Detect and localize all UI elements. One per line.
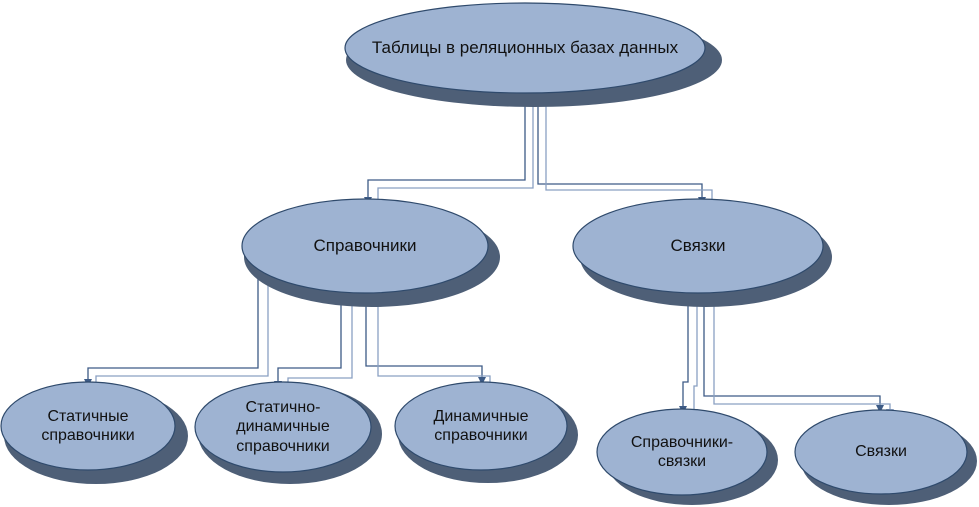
connector-left-to-leaf2-light — [284, 294, 353, 394]
connector-root-to-left-light — [374, 94, 534, 210]
leaf-node-1 — [0, 381, 188, 484]
connector-root-to-right-dark — [537, 94, 706, 205]
root-node — [344, 2, 722, 107]
leaf-node-5-shape — [794, 409, 968, 495]
connector-left-to-leaf1-dark — [84, 272, 259, 387]
connector-left-to-leaf3-dark — [365, 294, 486, 385]
leaf-node-2-shape — [194, 381, 372, 473]
leaf-node-3 — [394, 381, 578, 483]
leaf-node-4 — [596, 408, 778, 505]
root-node-shape — [344, 2, 706, 94]
connector-left-to-leaf2-dark — [274, 292, 342, 389]
leaf-node-4-shape — [596, 408, 768, 496]
connector-left-to-leaf1-light — [92, 274, 269, 392]
left-branch-node-shape — [241, 198, 489, 294]
leaf-node-2 — [194, 381, 382, 484]
leaf-node-1-shape — [0, 381, 176, 471]
connector-root-to-left-dark — [364, 94, 526, 205]
connector-root-to-right-light — [545, 94, 716, 210]
connector-right-to-leaf5-light — [713, 294, 894, 417]
connector-left-to-leaf3-light — [377, 294, 494, 390]
connectors-root — [364, 94, 716, 210]
leaf-node-5 — [794, 409, 977, 505]
connector-right-to-leaf4-light — [690, 294, 698, 417]
connectors-right — [679, 294, 894, 417]
connector-right-to-leaf4-dark — [679, 294, 689, 414]
leaf-node-3-shape — [394, 381, 568, 471]
right-branch-node — [572, 198, 832, 307]
right-branch-node-shape — [572, 198, 824, 294]
connector-right-to-leaf5-dark — [703, 294, 884, 413]
left-branch-node — [241, 198, 500, 307]
